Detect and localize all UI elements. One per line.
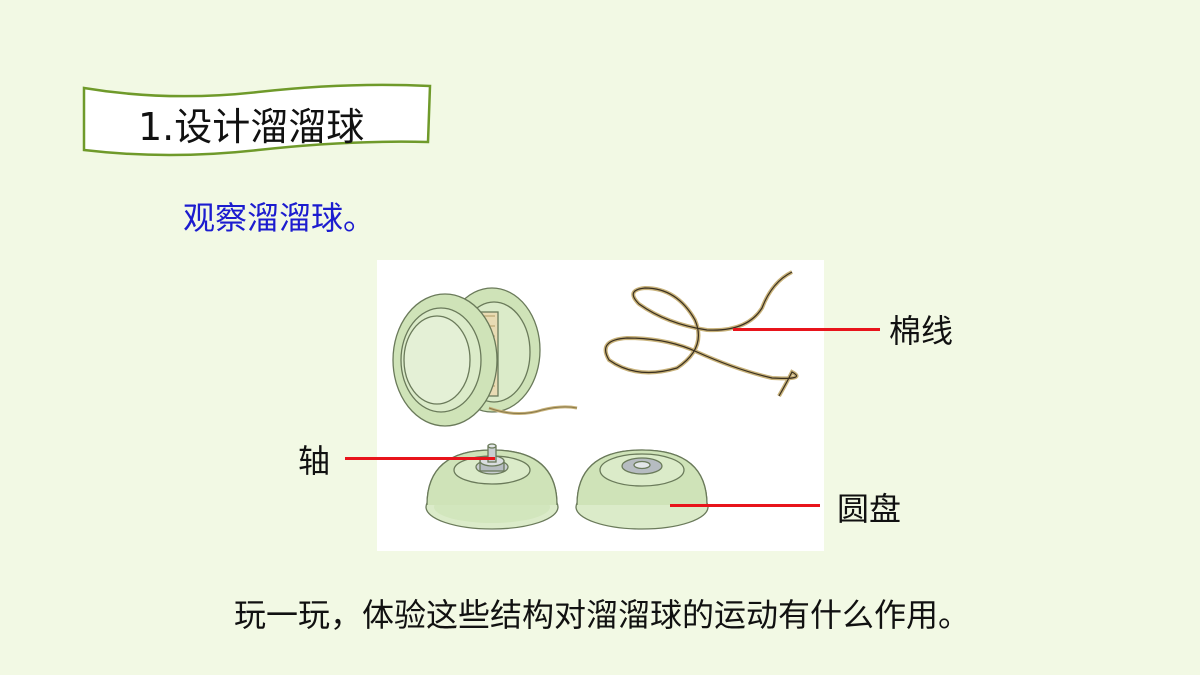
title-banner: 1.设计溜溜球 [78, 78, 436, 168]
page-title: 1.设计溜溜球 [138, 105, 365, 149]
disc-leader-line [670, 504, 820, 507]
cotton-thread-label: 棉线 [889, 312, 954, 350]
disc-with-axle [425, 443, 559, 530]
subtitle: 观察溜溜球。 [183, 199, 376, 237]
axle-label: 轴 [298, 442, 331, 480]
question-text: 玩一玩，体验这些结构对溜溜球的运动有什么作用。 [234, 596, 971, 634]
disc [575, 449, 709, 530]
yoyo-illustration [392, 270, 799, 530]
cotton-thread-leader-line [733, 328, 880, 331]
cotton-thread [603, 270, 799, 397]
assembled-yoyo [392, 287, 578, 427]
disc-label: 圆盘 [837, 490, 902, 528]
banner-shape [82, 83, 432, 157]
axle-leader-line [345, 457, 495, 460]
yoyo-figure [377, 260, 824, 551]
